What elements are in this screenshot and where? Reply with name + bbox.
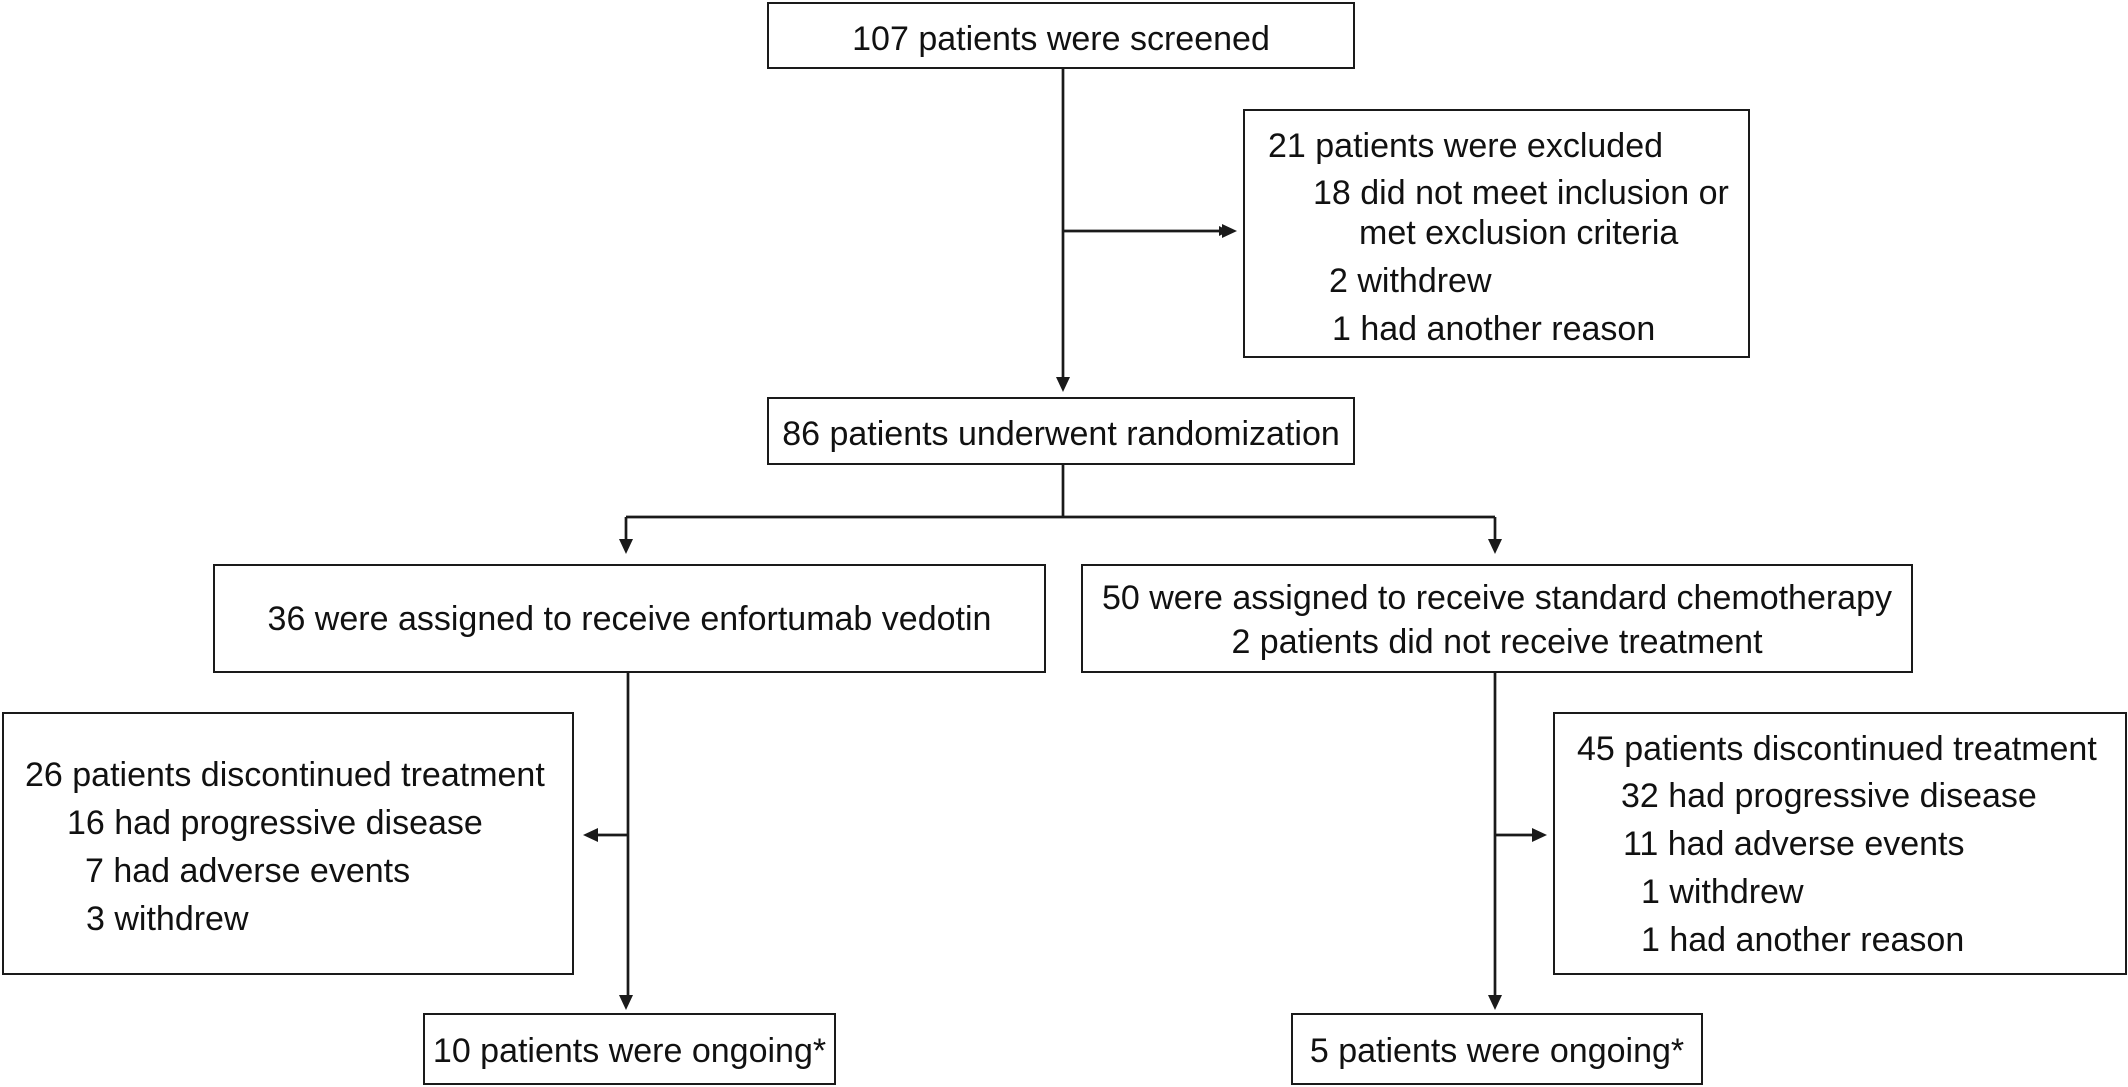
ev-discontinued-reason: 16 had progressive disease [67, 804, 483, 842]
chemo-discontinued-reason: 32 had progressive disease [1621, 777, 2037, 815]
chemo-assigned-box: 50 were assigned to receive standard che… [1081, 564, 1913, 673]
excluded-reason: 1 had another reason [1332, 310, 1656, 348]
screened-box: 107 patients were screened [767, 2, 1355, 69]
randomization-box: 86 patients underwent randomization [767, 397, 1355, 465]
randomization-title: 86 patients underwent randomization [782, 415, 1340, 453]
chemo-discontinued-title: 45 patients discontinued treatment [1577, 730, 2097, 768]
arrowhead-to-ev-discontinued [583, 828, 598, 842]
chemo-discontinued-reason: 1 had another reason [1641, 921, 1965, 959]
excluded-title: 21 patients were excluded [1268, 127, 1664, 165]
chemo-discontinued-reason: 11 had adverse events [1623, 825, 1965, 863]
arrowhead-to-chemo-arm [1488, 539, 1502, 554]
excluded-reason: 2 withdrew [1329, 262, 1492, 300]
arrowhead-to-chemo-ongoing [1488, 995, 1502, 1010]
chemo-ongoing-label: 5 patients were ongoing* [1309, 1032, 1685, 1070]
arrowhead-to-ev-ongoing [619, 995, 633, 1010]
arrowhead-to-chemo-discontinued [1532, 828, 1547, 842]
chemo-not-treated-label: 2 patients did not receive treatment [1231, 623, 1763, 661]
ev-discontinued-box: 26 patients discontinued treatment 16 ha… [2, 712, 574, 975]
chemo-discontinued-reason: 1 withdrew [1641, 873, 1804, 911]
excluded-box: 21 patients were excluded 18 did not mee… [1243, 109, 1750, 358]
arrowhead-to-ev-arm [619, 539, 633, 554]
ev-assigned-label: 36 were assigned to receive enfortumab v… [267, 600, 992, 638]
chemo-assigned-label: 50 were assigned to receive standard che… [1101, 579, 1893, 617]
ev-ongoing-label: 10 patients were ongoing* [432, 1032, 827, 1070]
screened-title: 107 patients were screened [852, 20, 1270, 58]
arrowhead-exclusion [1222, 224, 1237, 238]
ev-discontinued-title: 26 patients discontinued treatment [25, 756, 545, 794]
ev-discontinued-reason: 3 withdrew [86, 900, 249, 938]
excluded-reason: 18 did not meet inclusion or [1313, 174, 1729, 212]
chemo-ongoing-box: 5 patients were ongoing* [1291, 1013, 1703, 1085]
arrowhead-screened-to-randomization [1056, 377, 1070, 392]
chemo-discontinued-box: 45 patients discontinued treatment 32 ha… [1553, 712, 2127, 975]
ev-ongoing-box: 10 patients were ongoing* [423, 1013, 836, 1085]
ev-discontinued-reason: 7 had adverse events [85, 852, 411, 890]
excluded-reason: met exclusion criteria [1359, 214, 1679, 252]
ev-assigned-box: 36 were assigned to receive enfortumab v… [213, 564, 1046, 673]
